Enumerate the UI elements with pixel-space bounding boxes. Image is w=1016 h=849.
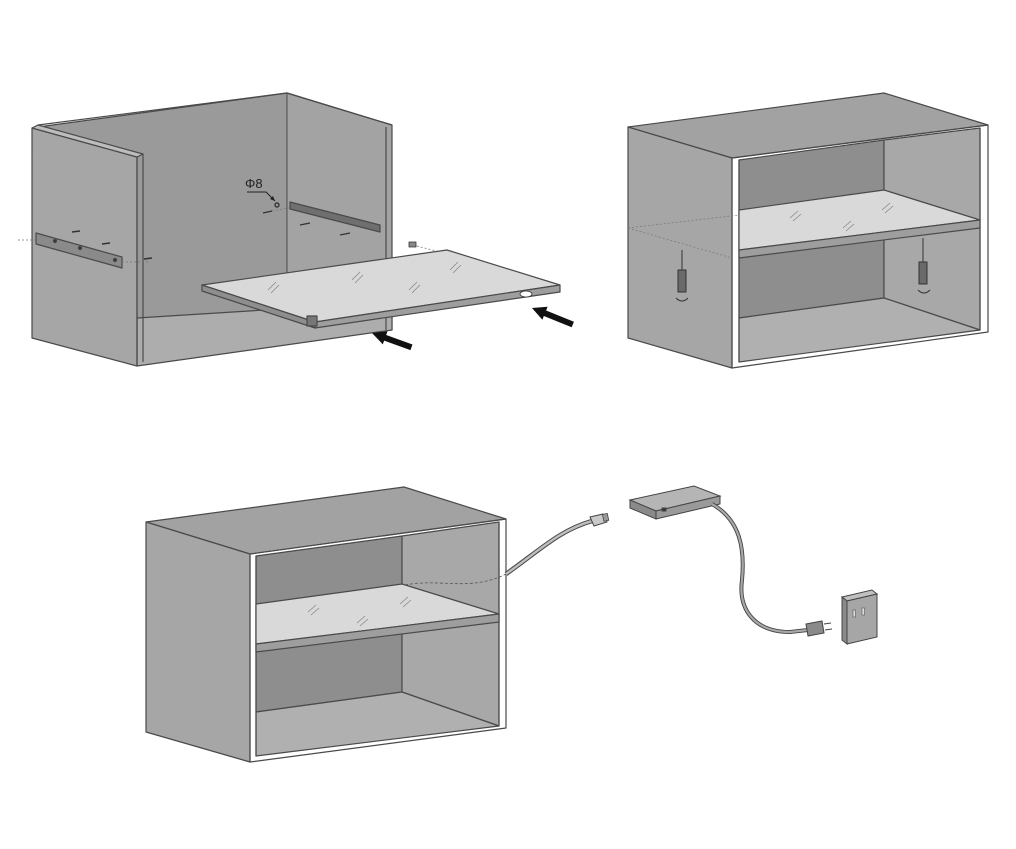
step-3-cabinet xyxy=(145,486,507,763)
rear-rail-icon xyxy=(289,201,381,233)
led-driver-box-icon xyxy=(628,485,722,520)
wall-socket-icon xyxy=(840,589,879,646)
cabinet-left-panel xyxy=(145,521,251,763)
arrow-icon xyxy=(372,306,574,351)
screwdriver-icon xyxy=(675,238,931,302)
step-2-cabinet xyxy=(627,92,989,369)
glass-shelf-icon xyxy=(738,189,981,259)
glass-shelf-icon xyxy=(201,249,561,329)
cabinet-left-panel xyxy=(627,126,733,369)
step-1-cabinet: Φ8 xyxy=(18,92,561,367)
power-plug-icon xyxy=(805,620,833,637)
led-cable-icon xyxy=(504,512,610,576)
glass-shelf-icon xyxy=(255,583,500,653)
hole-diameter-label: Φ8 xyxy=(245,176,263,191)
power-cord xyxy=(710,502,809,635)
screw-icon xyxy=(71,202,351,260)
